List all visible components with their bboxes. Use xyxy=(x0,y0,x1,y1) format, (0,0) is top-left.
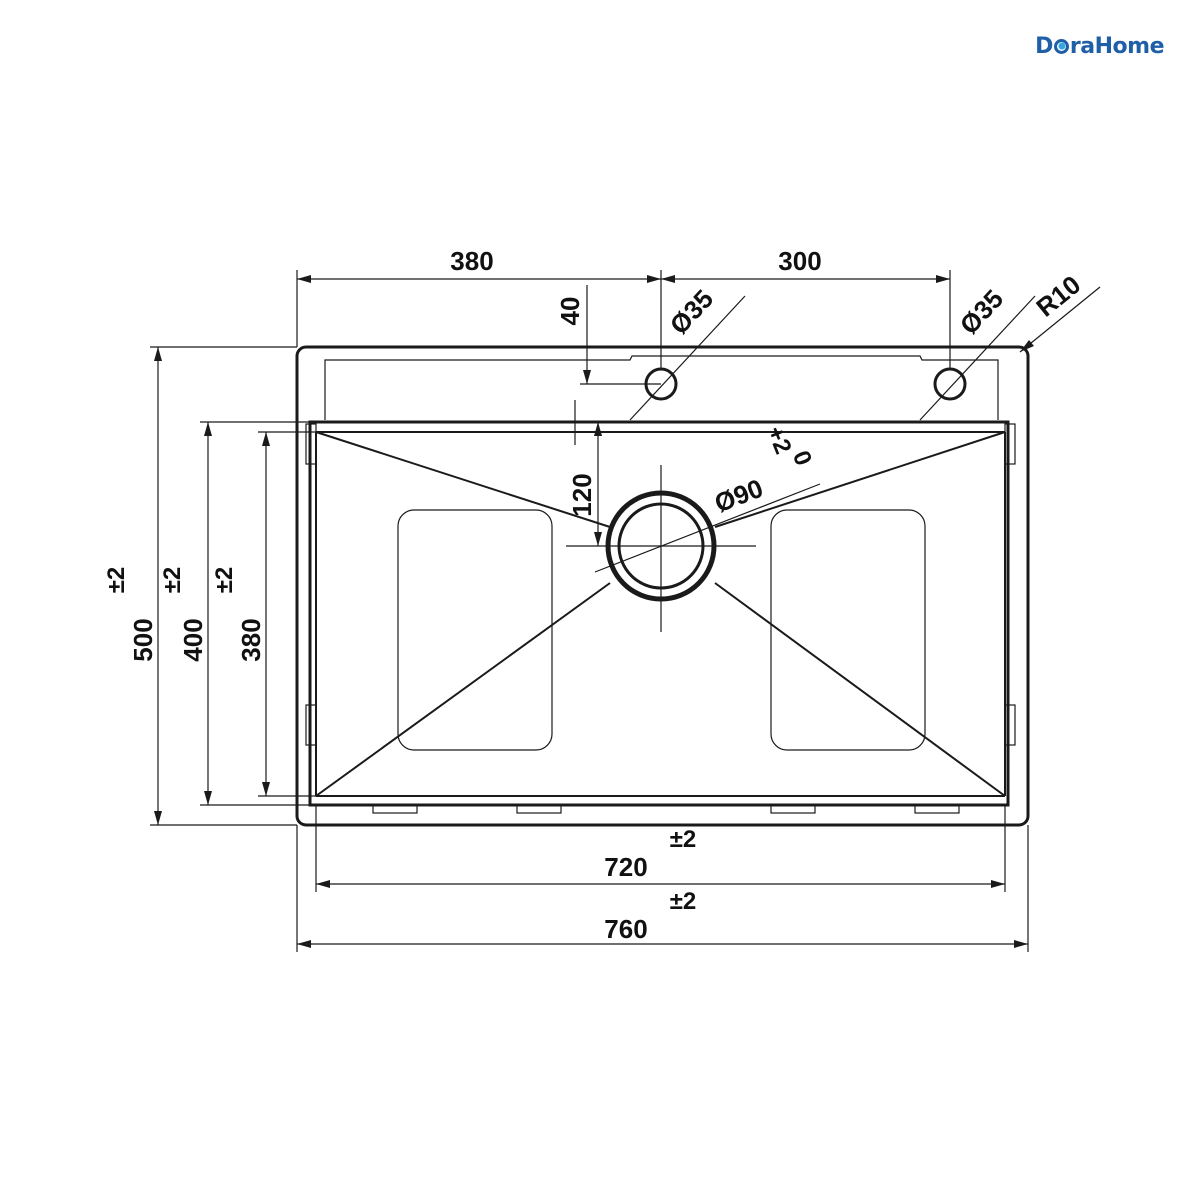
arrow xyxy=(583,370,591,384)
dim-label-380-side: 380 xyxy=(236,618,266,661)
dim-tol-400: ±2 xyxy=(159,567,186,594)
arrow xyxy=(262,782,270,796)
bottom-tab xyxy=(516,804,562,814)
arrow xyxy=(936,275,950,283)
arrow xyxy=(1020,340,1034,352)
brand-logo-o-icon xyxy=(1053,39,1069,54)
dim-tol-zero: 0 xyxy=(787,447,817,470)
brand-name-part2: raHome xyxy=(1069,34,1165,59)
dim-label-d90: Ø90 xyxy=(710,473,767,519)
dim-tol-760: ±2 xyxy=(670,888,697,915)
arrow xyxy=(204,422,212,436)
dim-label-300-top: 300 xyxy=(778,246,821,276)
arrow xyxy=(316,880,330,888)
arrow xyxy=(594,422,602,436)
bottom-tab xyxy=(770,804,816,814)
bottom-tab xyxy=(372,804,418,814)
dim-tol-380: ±2 xyxy=(211,567,238,594)
side-clip xyxy=(1004,423,1016,465)
leader-r10 xyxy=(1019,286,1101,353)
arrow xyxy=(594,532,602,546)
dim-label-400: 400 xyxy=(178,618,208,661)
arrow xyxy=(661,275,675,283)
faucet-deck-recess xyxy=(324,355,999,420)
brand-name-part1: D xyxy=(1035,34,1053,59)
outer-sink-outline xyxy=(295,345,1030,827)
leader-d90 xyxy=(594,483,821,573)
dim-label-760: 760 xyxy=(604,914,647,944)
dim-label-40: 40 xyxy=(555,297,585,326)
dim-label-d35-right: Ø35 xyxy=(954,284,1009,340)
bottom-grid-left xyxy=(397,509,553,751)
arrow xyxy=(647,275,661,283)
side-clip xyxy=(1004,704,1016,746)
arrow xyxy=(154,347,162,361)
arrow xyxy=(297,940,311,948)
leader-d35-right xyxy=(919,295,1036,421)
slope-line xyxy=(714,582,1006,797)
dim-label-500: 500 xyxy=(128,618,158,661)
slope-line xyxy=(315,431,611,528)
arrow xyxy=(262,432,270,446)
arrow xyxy=(297,275,311,283)
dim-label-d35-left: Ø35 xyxy=(664,284,719,340)
arrow xyxy=(1014,940,1028,948)
bottom-grid-right xyxy=(770,509,926,751)
bowl-rim xyxy=(308,420,1010,807)
side-clip xyxy=(305,704,317,746)
side-clip xyxy=(305,423,317,465)
slope-line xyxy=(315,582,611,797)
dim-tol-720: ±2 xyxy=(670,826,697,853)
dim-label-120: 120 xyxy=(567,473,597,516)
arrow xyxy=(154,811,162,825)
arrow xyxy=(991,880,1005,888)
bottom-tab xyxy=(914,804,960,814)
dim-label-380-top: 380 xyxy=(450,246,493,276)
slope-line xyxy=(714,431,1006,528)
faucet-hole-right xyxy=(933,367,967,401)
dim-label-r10: R10 xyxy=(1030,269,1086,322)
arrow xyxy=(204,791,212,805)
dim-tol-500: ±2 xyxy=(103,567,130,594)
dim-label-720: 720 xyxy=(604,852,647,882)
leader-d35-left xyxy=(629,295,746,421)
dim-tol-plus: +2 xyxy=(761,422,796,457)
